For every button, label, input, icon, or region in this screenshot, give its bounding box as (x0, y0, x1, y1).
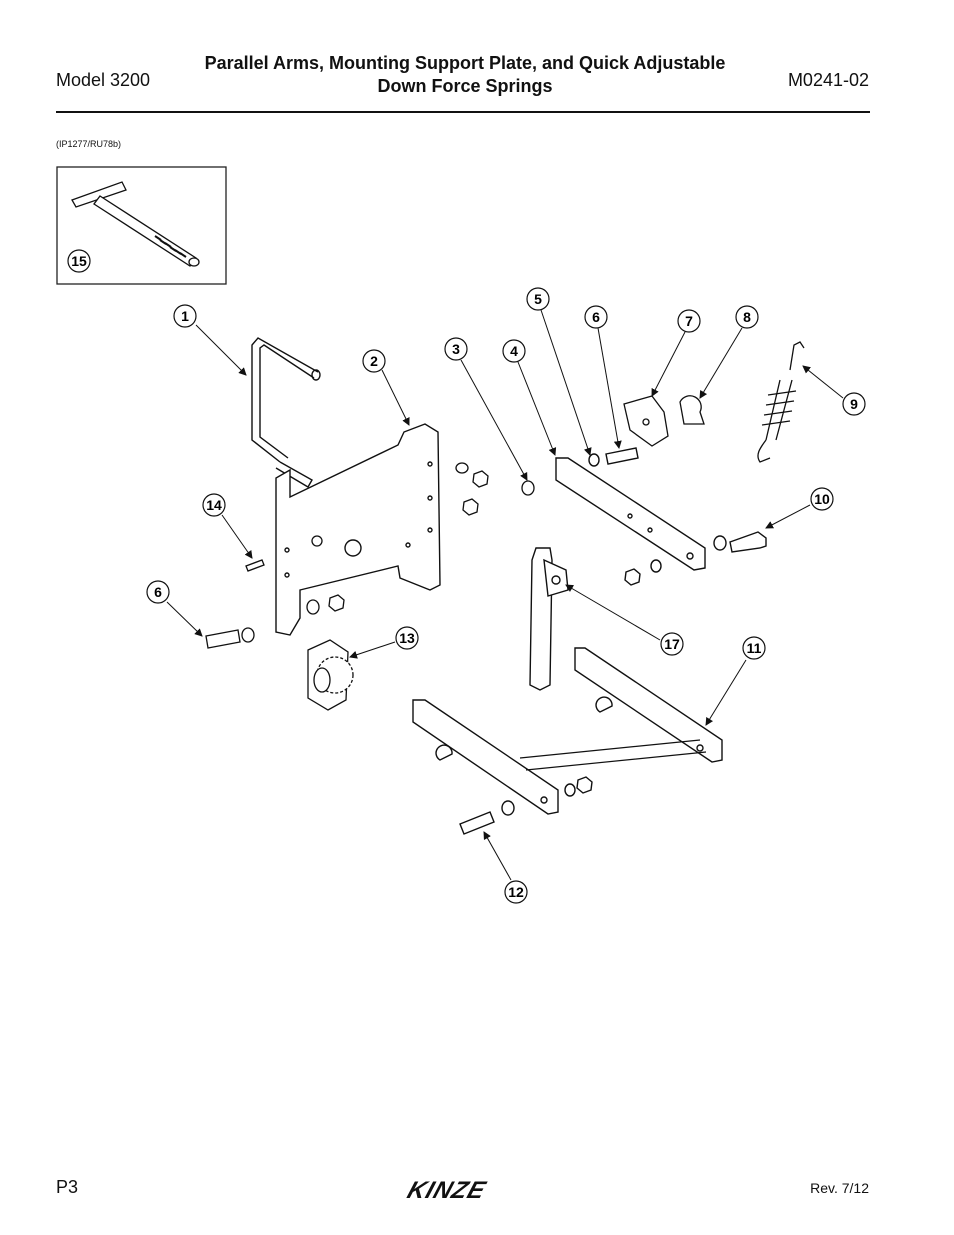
callout-4: 4 (502, 339, 526, 363)
svg-text:8: 8 (743, 309, 751, 325)
callout-12: 12 (504, 880, 528, 904)
callout-14: 14 (202, 493, 226, 517)
svg-text:13: 13 (399, 630, 415, 646)
svg-text:7: 7 (685, 313, 693, 329)
sprocket (307, 639, 354, 711)
callout-10: 10 (810, 487, 834, 511)
page-title-line-2: Down Force Springs (377, 76, 553, 96)
svg-text:10: 10 (814, 491, 830, 507)
svg-text:2: 2 (370, 353, 378, 369)
page-title-line-1: Parallel Arms, Mounting Support Plate, a… (204, 53, 726, 73)
callout-13: 13 (395, 626, 419, 650)
callout-17: 17 (660, 632, 684, 656)
svg-text:17: 17 (664, 636, 680, 652)
header-rule (56, 111, 870, 113)
svg-text:KINZE: KINZE (404, 1178, 490, 1204)
svg-text:9: 9 (850, 396, 858, 412)
svg-text:6: 6 (592, 309, 600, 325)
svg-text:3: 3 (452, 341, 460, 357)
callout-5: 5 (526, 287, 550, 311)
callout-1: 1 (173, 304, 197, 328)
model-label: Model 3200 (56, 70, 151, 90)
callout-8: 8 (735, 305, 759, 329)
callout-leaders (166, 309, 844, 881)
spring (757, 341, 805, 463)
plate-hardware (205, 462, 535, 649)
svg-text:12: 12 (508, 884, 524, 900)
figure-reference: (IP1277/RU78b) (56, 139, 122, 149)
parallel-arm-upper (555, 447, 767, 586)
svg-text:5: 5 (534, 291, 542, 307)
kinze-logo: KINZE (404, 1178, 490, 1204)
adjustment-link (529, 547, 569, 691)
svg-text:11: 11 (747, 640, 762, 656)
rod-handle (251, 337, 321, 488)
revision-label: Rev. 7/12 (810, 1180, 869, 1196)
callout-3: 3 (444, 337, 468, 361)
inset-box (56, 166, 227, 285)
bracket-and-pin (623, 395, 705, 447)
callout-7: 7 (677, 309, 701, 333)
svg-text:14: 14 (206, 497, 222, 513)
svg-text:6: 6 (154, 584, 162, 600)
callout-9: 9 (842, 392, 866, 416)
callout-15: 15 (67, 249, 91, 273)
callout-2: 2 (362, 349, 386, 373)
page-title: Parallel Arms, Mounting Support Plate, a… (180, 52, 750, 98)
mounting-support-plate (275, 423, 441, 636)
t-handle-tool (71, 181, 200, 267)
svg-text:1: 1 (181, 308, 189, 324)
callout-6-lower: 6 (146, 580, 170, 604)
callout-11: 11 (742, 636, 766, 660)
parallel-arm-lower (412, 647, 723, 835)
document-number: M0241-02 (787, 70, 869, 90)
callout-6-upper: 6 (584, 305, 608, 329)
svg-text:4: 4 (510, 343, 518, 359)
page-number: P3 (56, 1177, 79, 1197)
svg-text:15: 15 (71, 253, 87, 269)
